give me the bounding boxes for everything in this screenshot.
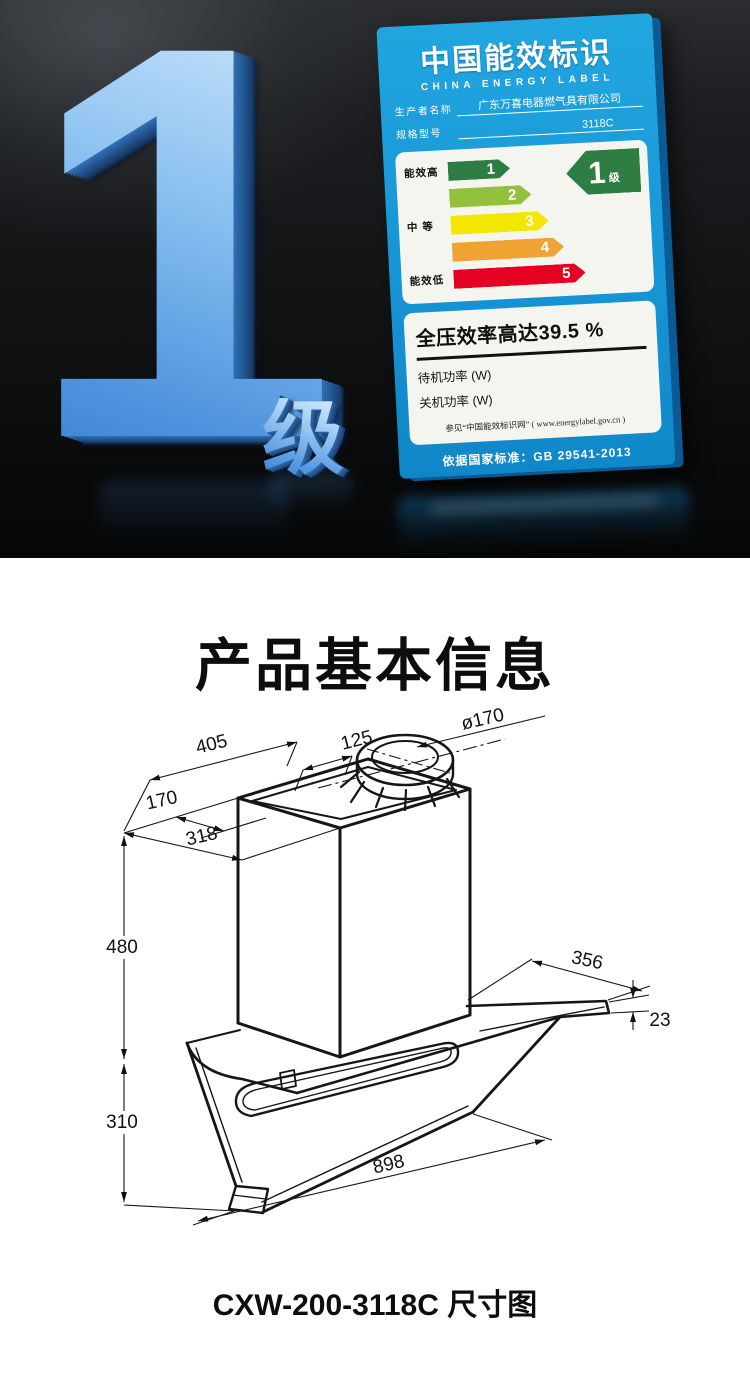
grade-suffix-face: 级	[262, 393, 345, 484]
floor-reflection	[268, 472, 352, 512]
dim-depth-full: 318	[184, 823, 220, 851]
grade-suffix-extrusion: 级	[262, 398, 344, 480]
scale-bar-2: 2	[449, 185, 532, 208]
duct-collar-inner	[371, 740, 439, 774]
dim-height-upper: 480	[106, 937, 138, 958]
scale-bar-3: 3	[450, 211, 549, 235]
scale-bar-number: 1	[486, 160, 496, 178]
dim-shelf-depth: 356	[569, 947, 604, 974]
efficiency-scale-panel: 1 级 能效高 1 2 中 等 3 4	[394, 139, 655, 305]
efficiency-value-text: 全压效率高达39.5 %	[415, 319, 605, 351]
scale-label-blank	[405, 198, 449, 200]
grade-number-face: 1	[26, 0, 337, 522]
floor-reflection	[100, 482, 290, 540]
grade-arrow-number: 1	[587, 154, 607, 191]
national-standard: 依据国家标准：GB 29541-2013	[442, 444, 632, 469]
hood-outline	[185, 733, 611, 1215]
energy-label: 中国能效标识 CHINA ENERGY LABEL 生产者名称 广东万喜电器燃气…	[376, 13, 676, 479]
scale-bar-1: 1	[447, 159, 510, 181]
diagram-caption: CXW-200-3118C 尺寸图	[212, 1289, 538, 1322]
scale-bar-number: 4	[540, 238, 550, 257]
producer-value: 广东万喜电器燃气具有限公司	[456, 88, 643, 117]
dim-duct-offset: 125	[339, 727, 375, 755]
product-info-section: 产品基本信息	[0, 558, 750, 1395]
scale-bar-number: 3	[524, 212, 535, 230]
dimension-lines	[121, 715, 651, 1226]
visor-opening	[234, 1041, 460, 1118]
grade-number-extrusion: 1	[26, 0, 337, 522]
text-halo	[103, 936, 141, 959]
off-power-label: 关机功率 (W)	[418, 392, 493, 411]
dim-duct-diameter: ø170	[459, 705, 506, 735]
hero-banner: 1 1 级 级 中国能效标识 CHINA ENERGY LABEL 生产者名称 …	[0, 0, 750, 558]
grade-number-3d: 1 1	[26, 0, 356, 522]
dim-height-lower: 310	[106, 1112, 138, 1133]
producer-label: 生产者名称	[394, 104, 453, 119]
reference-note: 参见“中国能效标识网” ( www.energylabel.gov.cn )	[445, 414, 626, 434]
model-row: 规格型号 3118C	[395, 114, 645, 143]
center-lines	[317, 738, 506, 789]
dim-bottom-width: 898	[371, 1151, 407, 1179]
dim-top-width: 405	[194, 731, 230, 759]
dim-depth-upper: 170	[144, 787, 180, 815]
scale-label-high: 能效高	[403, 166, 439, 181]
model-label: 规格型号	[395, 128, 443, 142]
scale-bar-number: 2	[507, 186, 517, 204]
efficiency-detail-panel: 全压效率高达39.5 % 待机功率 (W) 关机功率 (W) 参见“中国能效标识…	[403, 300, 662, 446]
model-value: 3118C	[457, 115, 645, 140]
dimension-values: 405 125 ø170 170 318 480 310 356 23 898	[106, 705, 670, 1179]
scale-bar-4: 4	[452, 237, 565, 262]
text-halo	[103, 1111, 141, 1134]
scale-label-mid: 中 等	[406, 220, 435, 235]
section-heading: 产品基本信息	[195, 634, 555, 698]
scale-label-blank	[408, 252, 452, 254]
dim-shelf-thickness: 23	[649, 1010, 670, 1031]
scale-bar-number: 5	[561, 264, 571, 283]
scale-bar-5: 5	[453, 263, 586, 289]
grade-arrow-suffix: 级	[608, 172, 621, 185]
dimension-diagram: 405 125 ø170 170 318 480 310 356 23 898	[103, 705, 671, 1226]
grade-suffix-3d: 级 级	[262, 398, 372, 498]
scale-label-low: 能效低	[409, 274, 445, 289]
